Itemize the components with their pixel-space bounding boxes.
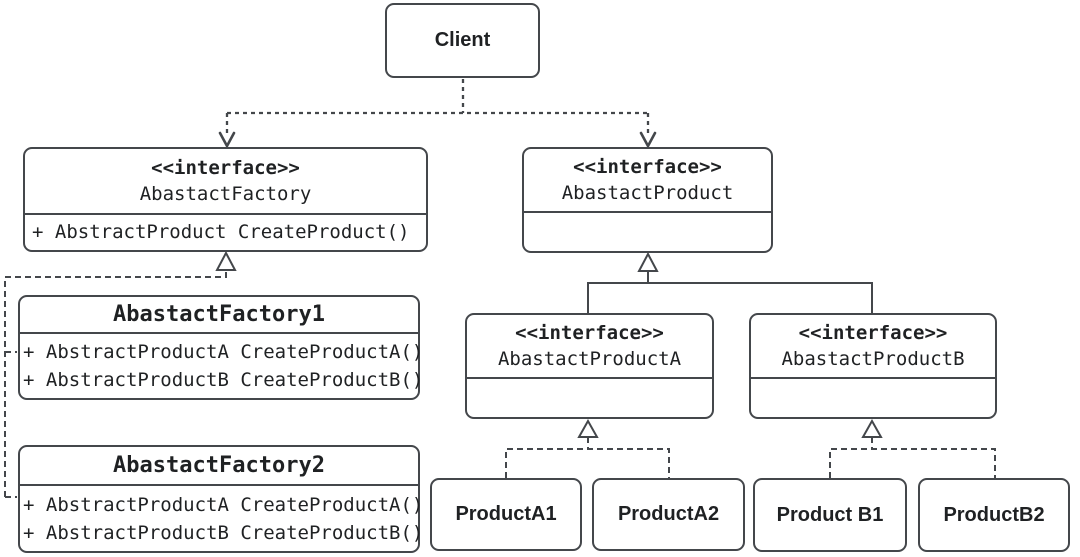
client-node: Client: [385, 3, 540, 78]
hollow-triangle-icon: [637, 251, 659, 272]
class-name: AbastactFactory2: [20, 447, 418, 486]
edge-product-interfaces-generalization: [587, 251, 873, 313]
interface-name: AbastactProductA: [497, 347, 682, 370]
interface-name: AbastactProduct: [561, 181, 734, 204]
product-label: ProductA1: [455, 503, 557, 525]
factory1-node: AbastactFactory1 + AbstractProductA Crea…: [18, 295, 424, 400]
edge-products-a-realization: [505, 418, 670, 478]
empty-compartment: [751, 379, 995, 417]
product-b2-node: ProductB2: [918, 478, 1070, 552]
open-arrow-icon: [218, 131, 236, 149]
method-label: + AbstractProductB CreateProductB(): [23, 521, 424, 544]
product-a1-node: ProductA1: [430, 478, 582, 551]
method-label: + AbstractProductA CreateProductA(): [23, 493, 424, 516]
product-a-interface-node: <<interface>> AbastactProductA: [465, 313, 714, 419]
stereotype-label: <<interface>>: [515, 321, 664, 344]
product-label: ProductB2: [943, 503, 1045, 526]
client-label: Client: [434, 29, 491, 51]
method-label: + AbstractProductB CreateProductB(): [23, 369, 424, 391]
stereotype-label: <<interface>>: [798, 321, 948, 344]
method-label: + AbstractProductA CreateProductA(): [23, 341, 424, 363]
product-label: Product B1: [776, 503, 884, 526]
abstract-factory-node: <<interface>> AbastactFactory + Abstract…: [23, 147, 428, 252]
product-a2-node: ProductA2: [592, 478, 745, 551]
empty-compartment: [524, 213, 771, 251]
product-b1-node: Product B1: [753, 478, 907, 552]
class-name: AbastactFactory1: [20, 297, 418, 334]
hollow-triangle-icon: [861, 418, 883, 438]
open-arrow-icon: [639, 131, 657, 149]
stereotype-label: <<interface>>: [151, 156, 300, 179]
empty-compartment: [467, 379, 712, 417]
product-b-interface-node: <<interface>> AbastactProductB: [749, 313, 997, 419]
factory2-node: AbastactFactory2 + AbstractProductA Crea…: [18, 445, 424, 553]
interface-name: AbastactFactory: [139, 182, 312, 205]
interface-name: AbastactProductB: [781, 347, 965, 370]
abstract-product-node: <<interface>> AbastactProduct: [522, 147, 773, 253]
stereotype-label: <<interface>>: [573, 155, 722, 178]
edge-client-dependencies: [218, 79, 657, 149]
hollow-triangle-icon: [577, 418, 599, 438]
hollow-triangle-icon: [215, 250, 237, 271]
product-label: ProductA2: [617, 503, 720, 525]
method-label: + AbstractProduct CreateProduct(): [32, 220, 410, 243]
edge-products-b-realization: [829, 418, 996, 478]
